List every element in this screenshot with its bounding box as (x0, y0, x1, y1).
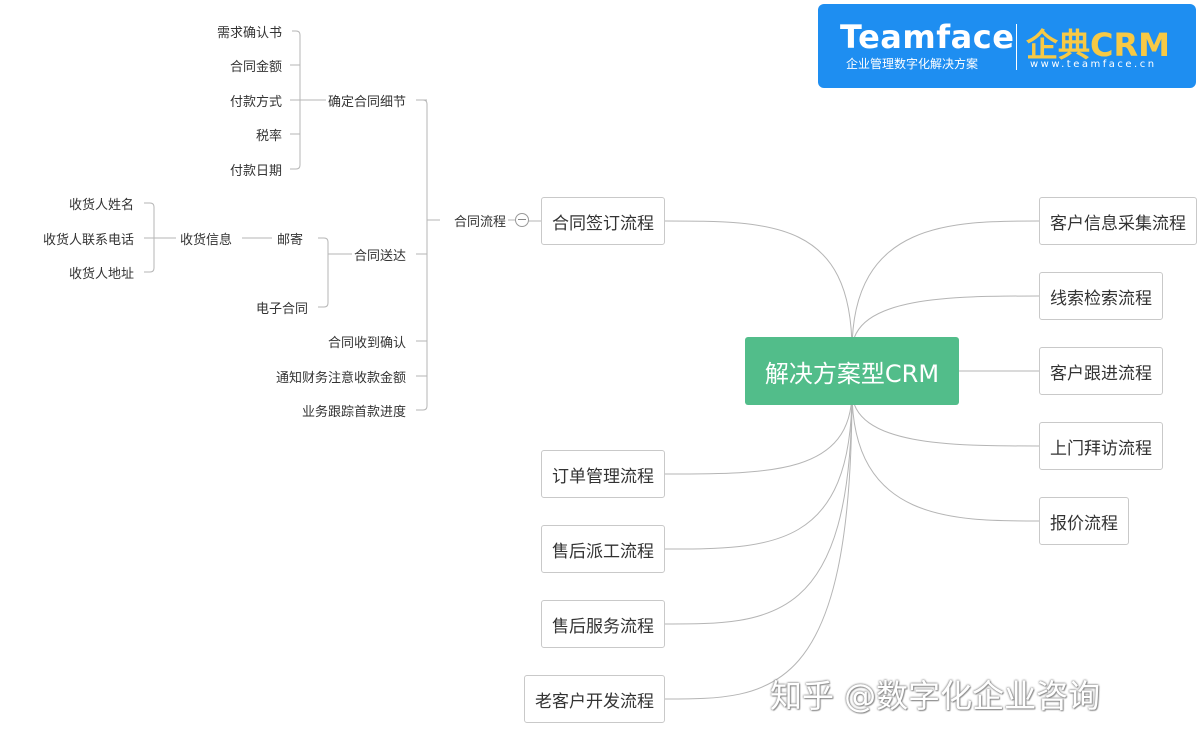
logo-url: www.teamface.cn (1030, 59, 1157, 70)
contract-detail-label[interactable]: 确定合同细节 (327, 94, 406, 110)
connector-left-3 (664, 390, 853, 625)
connector-right-1 (851, 295, 1040, 352)
branch-customer-info-collection[interactable]: 客户信息采集流程 (1039, 197, 1197, 245)
connector-left-0 (664, 220, 853, 352)
logo-crm-name: 企典CRM (1026, 26, 1170, 64)
detail-item-payment-date[interactable]: 付款日期 (229, 163, 282, 179)
logo-divider (1016, 24, 1017, 70)
branch-contract-signing[interactable]: 合同签订流程 (541, 197, 665, 245)
notify-finance-label[interactable]: 通知财务注意收款金额 (275, 370, 406, 386)
connector-left-2 (664, 390, 853, 550)
consignee-name[interactable]: 收货人姓名 (68, 197, 134, 213)
zhihu-watermark: 知乎 @数字化企业咨询 (770, 677, 1101, 715)
branch-quotation[interactable]: 报价流程 (1039, 497, 1129, 545)
branch-after-sales-dispatch[interactable]: 售后派工流程 (541, 525, 665, 573)
connector-right-0 (851, 220, 1040, 352)
branch-after-sales-service[interactable]: 售后服务流程 (541, 600, 665, 648)
branch-lead-search[interactable]: 线索检索流程 (1039, 272, 1163, 320)
delivery-mail-label[interactable]: 邮寄 (277, 232, 304, 248)
detail-item-payment-method[interactable]: 付款方式 (229, 94, 282, 110)
branch-onsite-visit[interactable]: 上门拜访流程 (1039, 422, 1163, 470)
consignee-address[interactable]: 收货人地址 (68, 266, 134, 282)
connector-right-3 (851, 390, 1040, 447)
detail-item-requirement-confirmation[interactable]: 需求确认书 (216, 25, 282, 41)
bracket-delivery (318, 237, 329, 308)
teamface-logo: Teamface 企业管理数字化解决方案 企典CRM www.teamface.… (818, 4, 1196, 88)
bracket-contract-flow (416, 99, 428, 411)
contract-received-label[interactable]: 合同收到确认 (327, 335, 406, 351)
branch-customer-follow-up[interactable]: 客户跟进流程 (1039, 347, 1163, 395)
contract-delivery-label[interactable]: 合同送达 (353, 248, 406, 264)
branch-order-management[interactable]: 订单管理流程 (541, 450, 665, 498)
mail-consignee-info-label[interactable]: 收货信息 (179, 232, 232, 248)
connector-left-1 (664, 390, 853, 475)
consignee-phone[interactable]: 收货人联系电话 (42, 232, 134, 248)
connector-right-4 (851, 390, 1040, 522)
branch-old-customer-development[interactable]: 老客户开发流程 (524, 675, 665, 723)
detail-item-contract-amount[interactable]: 合同金额 (229, 59, 282, 75)
track-payment-label[interactable]: 业务跟踪首款进度 (301, 404, 406, 420)
connector-left-4 (664, 390, 853, 700)
delivery-electronic-label[interactable]: 电子合同 (255, 301, 308, 317)
contract-flow-label[interactable]: 合同流程 (453, 214, 506, 230)
detail-item-tax-rate[interactable]: 税率 (255, 128, 282, 144)
collapse-toggle-icon[interactable] (515, 213, 529, 227)
root-node[interactable]: 解决方案型CRM (745, 337, 959, 405)
logo-brand: Teamface (840, 18, 1015, 56)
logo-slogan: 企业管理数字化解决方案 (846, 57, 979, 71)
